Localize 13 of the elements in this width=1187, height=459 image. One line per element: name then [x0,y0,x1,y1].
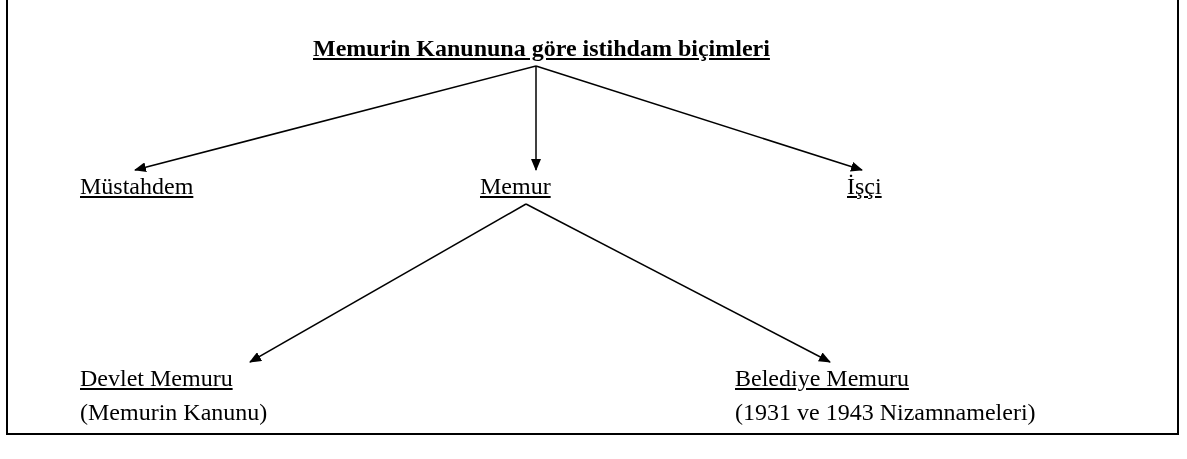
arrow [134,65,537,173]
note-label: (1931 ve 1943 Nizamnameleri) [735,398,1036,426]
arrow [249,203,527,363]
arrow [535,65,863,172]
note-label: (Memurin Kanunu) [80,398,268,426]
arrow [525,203,831,363]
node-label: Devlet Memuru [80,364,233,392]
node-label: Müstahdem [80,172,194,200]
node-label: Belediye Memuru [735,364,909,392]
node-label: Memur [480,172,551,200]
heading-label: Memurin Kanununa göre istihdam biçimleri [313,34,770,62]
node-label: İşçi [847,172,882,200]
arrow [531,65,541,171]
